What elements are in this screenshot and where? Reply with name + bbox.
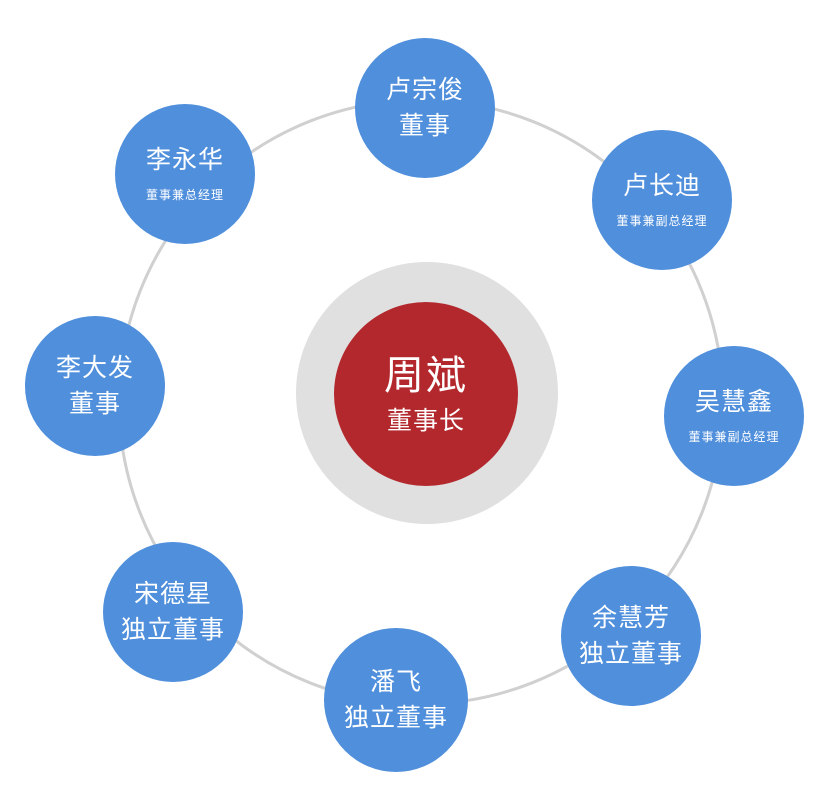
member-node-7[interactable]: 李大发 董事 xyxy=(25,316,165,456)
member-name: 李大发 xyxy=(55,353,134,382)
member-node-4[interactable]: 余慧芳 独立董事 xyxy=(561,566,701,706)
member-node-8[interactable]: 李永华 董事兼总经理 xyxy=(115,104,255,244)
member-node-3[interactable]: 吴慧鑫 董事兼副总经理 xyxy=(664,346,804,486)
member-node-2[interactable]: 卢长迪 董事兼副总经理 xyxy=(592,130,732,270)
member-name: 卢宗俊 xyxy=(385,75,464,104)
member-role: 独立董事 xyxy=(343,703,448,732)
member-node-5[interactable]: 潘飞 独立董事 xyxy=(324,628,468,772)
member-role: 独立董事 xyxy=(578,639,683,668)
member-node-1[interactable]: 卢宗俊 董事 xyxy=(355,38,495,178)
member-role: 董事兼副总经理 xyxy=(688,430,780,444)
chairman-name: 周斌 xyxy=(384,353,468,399)
chairman-role: 董事长 xyxy=(386,406,465,435)
chairman-node[interactable]: 周斌 董事长 xyxy=(334,302,518,486)
member-name: 宋德星 xyxy=(133,579,212,608)
member-role: 董事兼总经理 xyxy=(145,188,224,202)
member-role: 董事兼副总经理 xyxy=(616,214,708,228)
member-name: 李永华 xyxy=(145,145,224,174)
member-role: 独立董事 xyxy=(120,615,225,644)
member-name: 余慧芳 xyxy=(591,603,670,632)
member-node-6[interactable]: 宋德星 独立董事 xyxy=(103,542,243,682)
member-name: 潘飞 xyxy=(369,667,422,696)
member-name: 卢长迪 xyxy=(622,171,701,200)
member-name: 吴慧鑫 xyxy=(694,387,773,416)
member-role: 董事 xyxy=(398,111,451,140)
member-role: 董事 xyxy=(68,389,121,418)
